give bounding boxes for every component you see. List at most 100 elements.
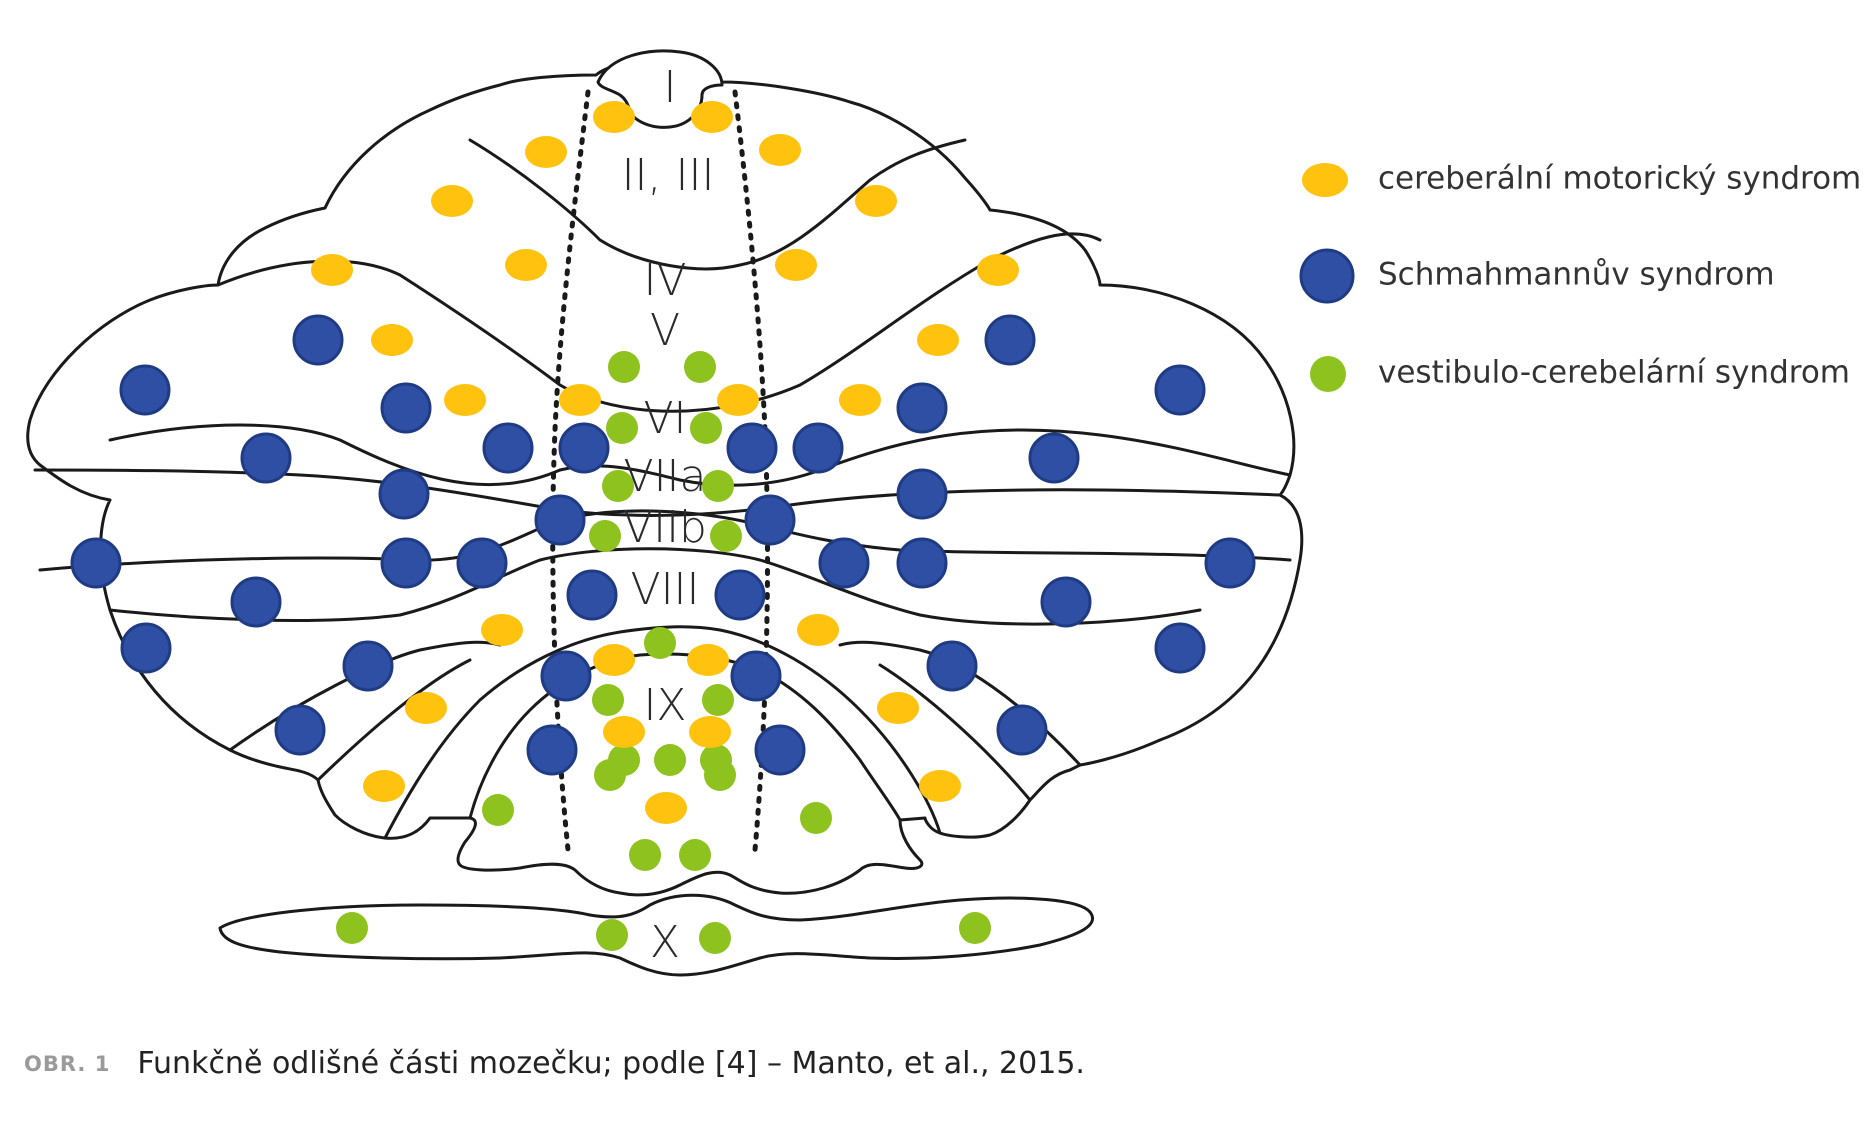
schmahmann-dot bbox=[558, 422, 610, 474]
motor-dot bbox=[481, 614, 523, 646]
vestibular-dot bbox=[644, 627, 676, 659]
schmahmann-dot bbox=[1040, 576, 1092, 628]
schmahmann-dot bbox=[380, 537, 432, 589]
motor-dot bbox=[405, 692, 447, 724]
schmahmann-dot bbox=[996, 704, 1048, 756]
lobule-label-viia: VIIa bbox=[623, 451, 706, 502]
caption-text: Funkčně odlišné části mozečku; podle [4]… bbox=[137, 1046, 1085, 1081]
schmahmann-dot bbox=[792, 422, 844, 474]
vestibular-dot bbox=[702, 684, 734, 716]
vestibular-dot bbox=[606, 412, 638, 444]
lobule-label-iv: IV bbox=[643, 255, 686, 306]
motor-dot bbox=[593, 101, 635, 133]
schmahmann-dot bbox=[70, 537, 122, 589]
vestibular-dot bbox=[482, 794, 514, 826]
vestibular-dot bbox=[594, 759, 626, 791]
motor-dot bbox=[593, 644, 635, 676]
motor-dot bbox=[797, 614, 839, 646]
vestibular-dot bbox=[654, 744, 686, 776]
motor-dot bbox=[919, 770, 961, 802]
schmahmann-dot bbox=[818, 537, 870, 589]
vestibular-dot bbox=[684, 351, 716, 383]
lobule-label-ix: IX bbox=[643, 680, 686, 731]
schmahmann-dot bbox=[984, 314, 1036, 366]
schmahmann-dot bbox=[292, 314, 344, 366]
motor-dot bbox=[363, 770, 405, 802]
vestibular-dot bbox=[629, 839, 661, 871]
legend: cereberální motorický syndrom Schmahmann… bbox=[1299, 161, 1861, 392]
motor-dot bbox=[603, 716, 645, 748]
motor-dot bbox=[687, 644, 729, 676]
lobule-label-x: X bbox=[650, 917, 680, 968]
caption-label: OBR. 1 bbox=[24, 1051, 111, 1076]
schmahmann-dot bbox=[1154, 622, 1206, 674]
schmahmann-dot bbox=[482, 422, 534, 474]
vestibular-dot bbox=[589, 520, 621, 552]
schmahmann-dot bbox=[526, 724, 578, 776]
vermis-left-boundary bbox=[550, 89, 591, 853]
vestibular-dot bbox=[702, 470, 734, 502]
motor-dot bbox=[525, 136, 567, 168]
schmahmann-dot bbox=[1204, 537, 1256, 589]
lobule-x-outline bbox=[218, 893, 1094, 977]
motor-dot bbox=[877, 692, 919, 724]
schmahmann-dot bbox=[896, 537, 948, 589]
legend-swatch-motor bbox=[1302, 163, 1348, 197]
schmahmann-dot bbox=[230, 576, 282, 628]
motor-dot bbox=[691, 101, 733, 133]
lobule-labels: I II, III IV V VI VIIa VIIb VIII IX X bbox=[622, 62, 715, 968]
motor-dot bbox=[645, 792, 687, 824]
schmahmann-dot bbox=[240, 432, 292, 484]
vestibular-dot bbox=[690, 412, 722, 444]
vestibular-dot bbox=[800, 802, 832, 834]
lobule-label-vi: VI bbox=[643, 393, 686, 444]
schmahmann-dot bbox=[566, 569, 618, 621]
schmahmann-dot bbox=[744, 494, 796, 546]
lobule-label-viib: VIIb bbox=[623, 502, 707, 553]
motor-dot bbox=[505, 249, 547, 281]
schmahmann-dot bbox=[378, 468, 430, 520]
schmahmann-dot bbox=[754, 724, 806, 776]
motor-dot bbox=[839, 384, 881, 416]
schmahmann-dot bbox=[896, 468, 948, 520]
schmahmann-dot bbox=[534, 494, 586, 546]
motor-dot bbox=[717, 384, 759, 416]
syndrome-dots bbox=[70, 101, 1256, 954]
schmahmann-dot bbox=[1028, 432, 1080, 484]
motor-dot bbox=[444, 384, 486, 416]
schmahmann-dot bbox=[726, 422, 778, 474]
lobule-label-v: V bbox=[650, 305, 680, 356]
vestibular-dot bbox=[679, 839, 711, 871]
lobule-label-ii-iii: II, III bbox=[622, 150, 715, 201]
schmahmann-dot bbox=[274, 704, 326, 756]
schmahmann-dot bbox=[896, 382, 948, 434]
vestibular-dot bbox=[336, 912, 368, 944]
vestibular-dot bbox=[704, 759, 736, 791]
legend-swatch-vestibular bbox=[1310, 356, 1346, 392]
vestibular-dot bbox=[596, 919, 628, 951]
lobule-label-viii: VIII bbox=[630, 564, 699, 615]
schmahmann-dot bbox=[380, 382, 432, 434]
vestibular-dot bbox=[602, 470, 634, 502]
vestibular-dot bbox=[608, 351, 640, 383]
motor-dot bbox=[311, 254, 353, 286]
motor-dot bbox=[371, 324, 413, 356]
vestibular-dot bbox=[959, 912, 991, 944]
legend-label-schmahmann: Schmahmannův syndrom bbox=[1378, 257, 1775, 293]
schmahmann-dot bbox=[926, 640, 978, 692]
legend-label-motor: cereberální motorický syndrom bbox=[1378, 161, 1861, 197]
vestibular-dot bbox=[699, 922, 731, 954]
motor-dot bbox=[431, 185, 473, 217]
schmahmann-dot bbox=[342, 640, 394, 692]
motor-dot bbox=[917, 324, 959, 356]
schmahmann-dot bbox=[540, 650, 592, 702]
motor-dot bbox=[977, 254, 1019, 286]
legend-swatch-schmahmann bbox=[1299, 248, 1355, 304]
schmahmann-dot bbox=[120, 622, 172, 674]
motor-dot bbox=[689, 716, 731, 748]
motor-dot bbox=[559, 384, 601, 416]
schmahmann-dot bbox=[1154, 364, 1206, 416]
lobule-label-i: I bbox=[664, 62, 677, 113]
schmahmann-dot bbox=[456, 537, 508, 589]
